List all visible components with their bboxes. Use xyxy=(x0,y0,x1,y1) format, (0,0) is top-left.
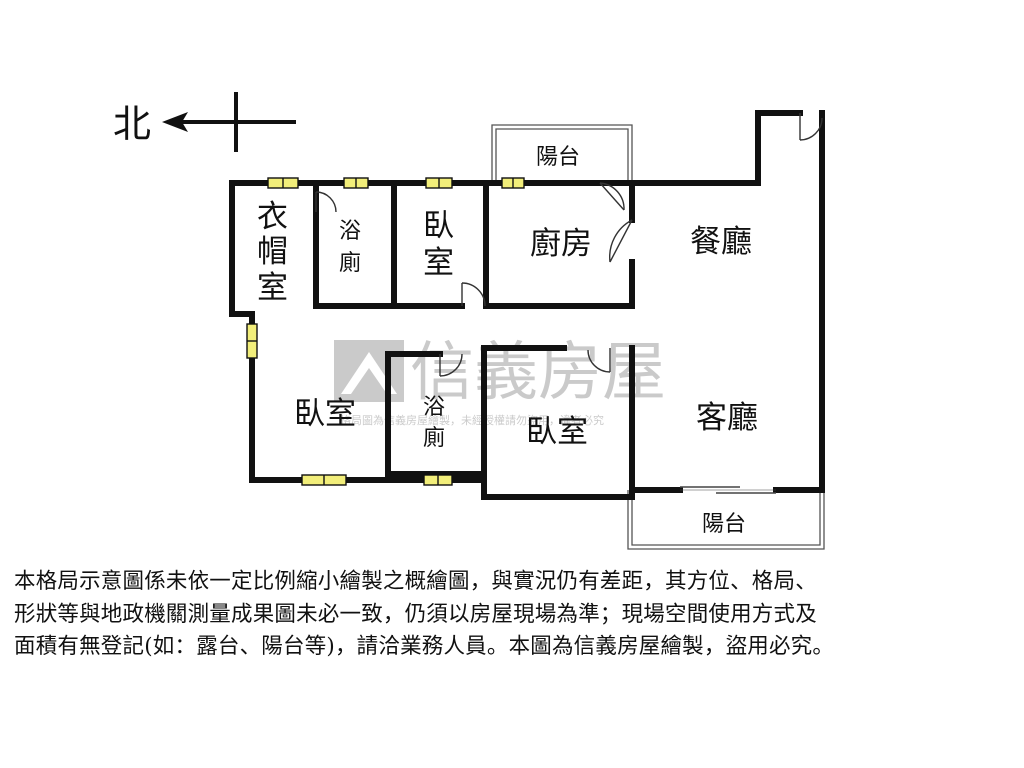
disclaimer-line-1: 本格局示意圖係未依一定比例縮小繪製之概繪圖，與實況仍有差距，其方位、格局、 xyxy=(14,569,817,594)
walls xyxy=(229,110,825,500)
bath-north-label-1: 浴 xyxy=(339,219,361,244)
kitchen-label: 廚房 xyxy=(530,226,592,262)
door-swing-icon xyxy=(599,182,625,211)
balcony-outlines xyxy=(491,124,825,550)
cloakroom-label-1: 衣 xyxy=(257,199,288,235)
door-swing-icon xyxy=(315,191,337,213)
swing-doors xyxy=(315,113,823,377)
door-swing-icon xyxy=(439,353,463,377)
watermark: 信義房屋 格局圖為信義房屋繪製，未經授權請勿盜用，違者必究 xyxy=(334,336,666,427)
door-swing-icon xyxy=(799,113,823,141)
door-swing-icon xyxy=(609,219,633,263)
window-icon xyxy=(425,177,453,189)
cloakroom-label-2: 帽 xyxy=(257,234,288,270)
bedroom-north-label-1: 臥 xyxy=(423,208,454,244)
living-label: 客廳 xyxy=(696,400,758,436)
disclaimer-line-3: 面積有無登記(如：露台、陽台等)，請洽業務人員。本圖為信義房屋繪製，盜用必究。 xyxy=(14,634,835,659)
bath-south-label-2: 廁 xyxy=(423,426,445,451)
windows xyxy=(246,177,525,486)
bedroom-west-label: 臥室 xyxy=(294,396,356,432)
compass-label: 北 xyxy=(113,102,151,146)
bath-south-label-1: 浴 xyxy=(423,395,445,420)
window-icon xyxy=(343,177,369,189)
floor-plan: 信義房屋 格局圖為信義房屋繪製，未經授權請勿盜用，違者必究 北 xyxy=(113,92,825,550)
bedroom-north-label-2: 室 xyxy=(423,245,454,281)
watermark-note: 格局圖為信義房屋繪製，未經授權請勿盜用，違者必究 xyxy=(340,413,604,427)
window-icon xyxy=(246,323,258,359)
bedroom-south-label: 臥室 xyxy=(526,414,588,450)
balcony-bottom-label: 陽台 xyxy=(702,512,746,537)
window-icon xyxy=(267,177,299,189)
room-labels: 衣 帽 室 浴 廁 臥 室 廚房 餐廳 陽台 臥室 浴 廁 臥室 客廳 陽台 xyxy=(257,145,758,537)
disclaimer: 本格局示意圖係未依一定比例縮小繪製之概繪圖，與實況仍有差距，其方位、格局、 形狀… xyxy=(14,566,1014,664)
watermark-logo-icon xyxy=(334,340,404,402)
window-icon xyxy=(423,474,453,486)
sliding-door-icon xyxy=(680,486,776,494)
dining-label: 餐廳 xyxy=(690,224,752,260)
window-icon xyxy=(301,474,347,486)
door-swing-icon xyxy=(461,282,486,307)
north-arrow-icon xyxy=(162,112,188,132)
door-swing-icon xyxy=(587,348,611,373)
window-icon xyxy=(501,177,525,189)
disclaimer-line-2: 形狀等與地政機關測量成果圖未必一致，仍須以房屋現場為準；現場空間使用方式及 xyxy=(14,601,817,627)
balcony-top-label: 陽台 xyxy=(536,145,580,170)
compass: 北 xyxy=(113,92,296,152)
bath-north-label-2: 廁 xyxy=(339,251,361,276)
cloakroom-label-3: 室 xyxy=(257,270,288,306)
